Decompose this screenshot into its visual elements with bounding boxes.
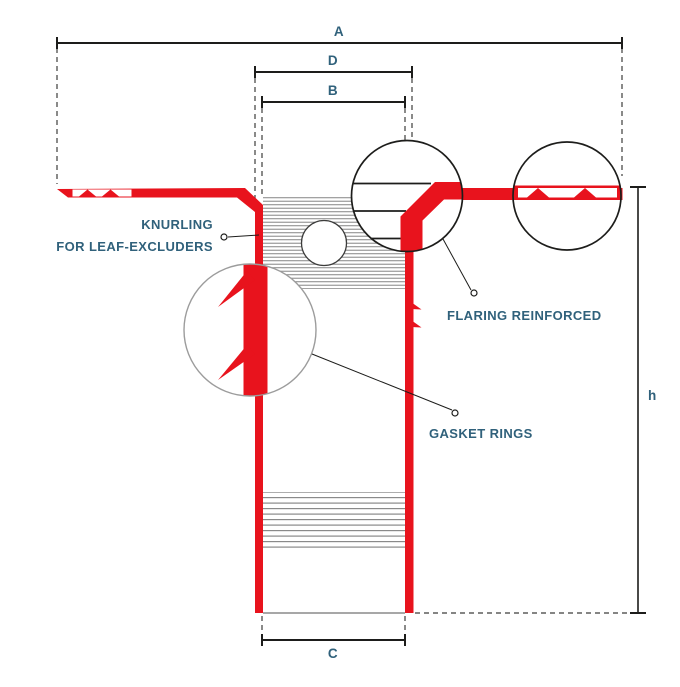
- gasket-ring-lip: [218, 271, 255, 307]
- leader-dot-flaring: [470, 289, 478, 297]
- dimension-c: C: [261, 634, 406, 661]
- dim-c-line: [261, 634, 406, 646]
- callout-leaders: [220, 233, 478, 417]
- flange-top-skin: [513, 185, 621, 188]
- leader-dot-gasket: [451, 409, 459, 417]
- magnified-flaring-corner: [400, 182, 463, 252]
- detail-circle-fill: [513, 142, 621, 250]
- label-flaring-reinforced: FLARING REINFORCED: [447, 308, 602, 323]
- label-knurling-line1: KNURLING: [141, 217, 213, 232]
- leaf-excluder-perforations: [72, 189, 132, 197]
- flaring-detail-contents: [351, 182, 463, 252]
- leader-knurling: [227, 234, 260, 238]
- dimension-h: h: [630, 186, 657, 614]
- perforation-triangle: [102, 189, 119, 197]
- dim-h-ticks: [630, 186, 646, 614]
- dim-b-line: [261, 96, 406, 108]
- flange-solid-edge: [513, 185, 518, 200]
- leader-dot-knurling: [220, 233, 228, 241]
- break-mark: [411, 302, 422, 310]
- detail-circle-outline: [183, 263, 317, 397]
- break-mark: [411, 320, 422, 328]
- dim-b-label: B: [328, 83, 338, 98]
- detail-circle-flaring: [350, 139, 464, 253]
- magnified-perforation-rib: [574, 188, 596, 198]
- dimension-b: B: [261, 83, 406, 108]
- dashed-extension-lines: [56, 48, 637, 636]
- detail-circle-outline: [350, 139, 464, 253]
- perforation-triangle: [79, 189, 96, 197]
- gasket-detail-contents: [218, 264, 268, 396]
- leader-gasket: [311, 353, 453, 411]
- dim-c-label: C: [328, 646, 338, 661]
- detail-circle-perforations: [512, 141, 622, 251]
- label-gasket-rings: GASKET RINGS: [429, 426, 533, 441]
- dim-a-label: A: [334, 24, 344, 39]
- knurling-hole-circle: [300, 219, 348, 267]
- magnified-wall: [243, 264, 268, 396]
- dim-a-line: [56, 37, 623, 49]
- magnified-perforation-rib: [527, 188, 549, 198]
- detail-circle-gasket-rings: [183, 263, 317, 397]
- perforation-cutout: [72, 189, 132, 197]
- detail-circle-fill: [351, 140, 463, 252]
- flange-bottom-skin: [513, 197, 621, 200]
- perforation-detail-contents: [513, 185, 621, 200]
- label-knurling-line2: FOR LEAF-EXCLUDERS: [56, 239, 213, 254]
- dim-h-label: h: [648, 388, 657, 403]
- right-pipe-wall: [405, 202, 414, 613]
- detail-circle-outline: [512, 141, 622, 251]
- gasket-ring-hatch: [263, 492, 405, 549]
- dimension-a: A: [56, 24, 623, 49]
- gasket-ring-lip: [218, 345, 255, 380]
- dim-d-label: D: [328, 53, 338, 68]
- leader-flaring: [442, 238, 472, 291]
- dim-d-line: [254, 66, 413, 78]
- flange-solid-edge: [617, 185, 621, 200]
- dimension-d: D: [254, 53, 413, 78]
